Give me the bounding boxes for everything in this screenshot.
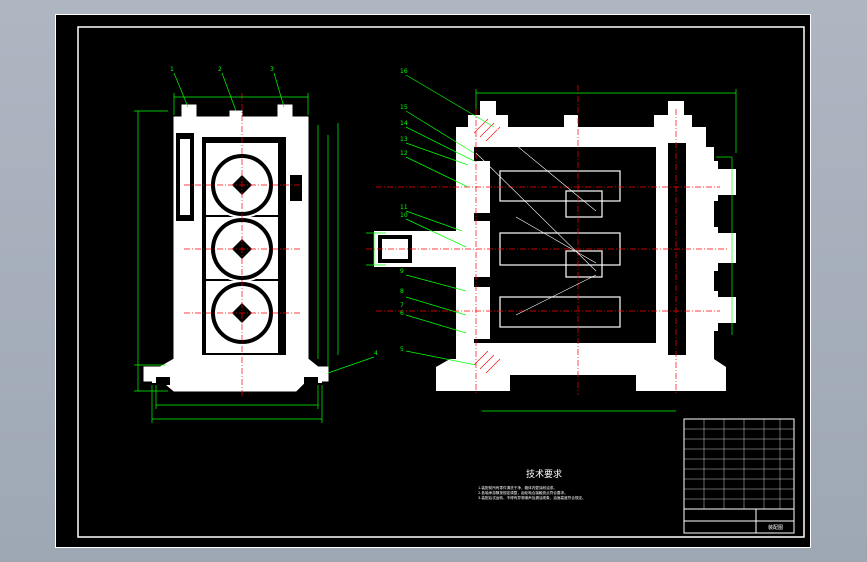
- right-view: 16 15 14 13 12 11 10 9 8 7 6 5: [366, 68, 737, 412]
- left-dimensions: [134, 93, 339, 423]
- left-part-4: 4: [374, 350, 378, 357]
- right-part-7: 7: [400, 302, 404, 309]
- drawing-sheet: 1 2 3 4: [55, 14, 811, 548]
- title-block: 装配图: [683, 418, 795, 534]
- right-side-block: [290, 175, 302, 201]
- right-part-14: 14: [400, 120, 408, 127]
- left-part-3: 3: [270, 66, 274, 73]
- tech-req-title: 技术要求: [526, 468, 562, 480]
- drawing-frame: [77, 26, 805, 538]
- long-leaders: [475, 126, 597, 316]
- left-part-2: 2: [218, 66, 222, 73]
- right-dimensions: [366, 89, 737, 412]
- left-base: [152, 373, 322, 383]
- title-block-name: 装配图: [768, 524, 783, 531]
- right-part-6: 6: [400, 310, 404, 317]
- right-part-8: 8: [400, 288, 404, 295]
- right-part-13: 13: [400, 136, 408, 143]
- right-part-10: 10: [400, 212, 408, 219]
- tech-req-line-3: 3.装配后试运转，不得有异常噪声及漏油现象，油面高度符合规定。: [478, 495, 586, 500]
- tech-req-line-2: 2.各轴承游隙按规定调整，齿轮啮合接触斑点符合要求。: [478, 490, 568, 495]
- assembly-drawing: 1 2 3 4: [77, 26, 805, 538]
- right-part-11: 11: [400, 204, 408, 211]
- right-step-stack: [706, 161, 736, 331]
- right-part-9: 9: [400, 268, 404, 275]
- left-part-1: 1: [170, 66, 174, 73]
- right-part-16: 16: [400, 68, 408, 75]
- right-part-5: 5: [400, 346, 404, 353]
- technical-requirements: 技术要求 1.装配前所有零件清洗干净，箱体内壁涂耐油漆。 2.各轴承游隙按规定调…: [478, 468, 586, 500]
- part-leaders: [405, 74, 495, 366]
- right-part-12: 12: [400, 150, 408, 157]
- section-rolls: [464, 161, 500, 339]
- tech-req-line-1: 1.装配前所有零件清洗干净，箱体内壁涂耐油漆。: [478, 485, 557, 490]
- right-part-15: 15: [400, 104, 408, 111]
- left-view: 1 2 3 4: [134, 66, 378, 423]
